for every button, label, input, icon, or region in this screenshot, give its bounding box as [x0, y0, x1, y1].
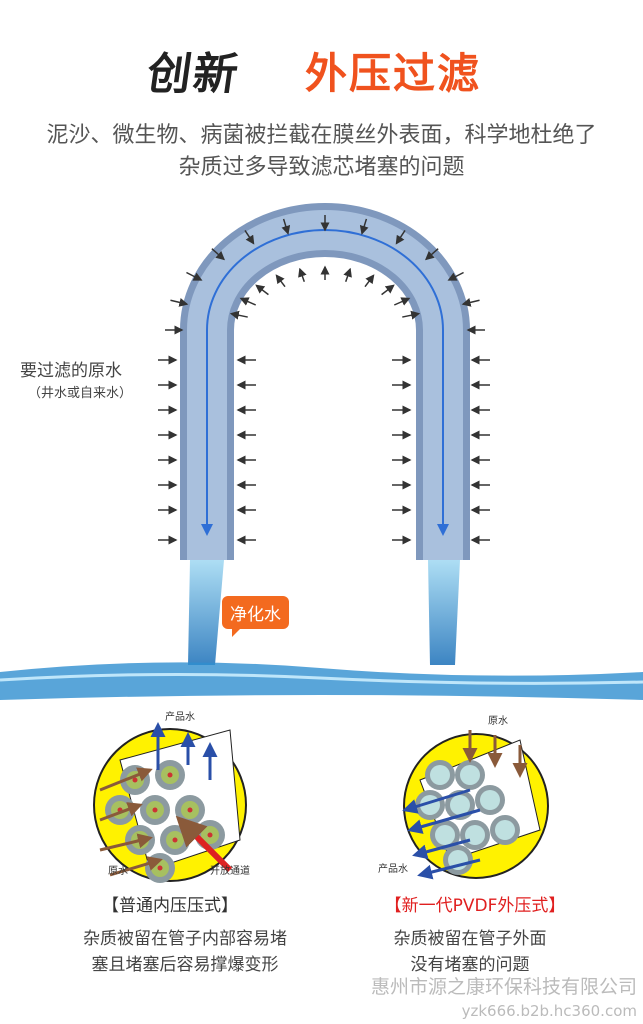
right-raw-water-label: 原水: [488, 716, 508, 727]
left-description: 杂质被留在管子内部容易堵 塞且堵塞后容易撑爆变形: [40, 926, 330, 978]
fiber: [460, 765, 480, 785]
arrow: [447, 271, 464, 281]
arrow: [359, 218, 369, 235]
arrow: [281, 218, 291, 235]
fiber: [187, 807, 193, 813]
raw-water-label: 要过滤的原水: [20, 361, 122, 381]
purified-water-bubble: 净化水: [222, 596, 289, 637]
arrow: [109, 856, 163, 877]
company-url: yzk666.b2b.hc360.com: [461, 1002, 637, 1020]
subtitle: 泥沙、微生物、病菌被拦截在膜丝外表面，科学地杜绝了杂质过多导致滤芯堵塞的问题: [46, 123, 597, 180]
fiber: [450, 795, 470, 815]
left-product-water-label: 产品水: [165, 712, 195, 723]
arrow: [424, 248, 439, 261]
arrow: [364, 274, 375, 288]
water-surface: [0, 662, 643, 700]
arrow: [211, 248, 226, 261]
fiber: [480, 790, 500, 810]
arrow: [244, 229, 255, 245]
left-raw-water-label: 原水: [108, 866, 128, 877]
company-name: 惠州市源之康环保科技有限公司: [370, 976, 637, 998]
left-caption: 【普通内压压式】: [102, 896, 238, 916]
water-stream-right: [428, 560, 460, 665]
arrow: [461, 298, 480, 307]
arrow: [412, 838, 471, 860]
arrow: [229, 310, 248, 320]
arrow: [417, 858, 481, 880]
fiber: [172, 837, 178, 843]
left-desc-line1: 杂质被留在管子内部容易堵: [83, 929, 287, 949]
inner-pressure-illustration: [93, 722, 247, 883]
arrow: [99, 833, 153, 852]
arrow: [99, 767, 153, 792]
open-channel-label: 开放通道: [210, 866, 250, 877]
arrow: [275, 274, 286, 288]
arrow: [395, 229, 406, 245]
fiber: [430, 765, 450, 785]
right-desc-line1: 杂质被留在管子外面: [393, 929, 547, 949]
right-description: 杂质被留在管子外面 没有堵塞的问题: [350, 926, 590, 978]
fiber: [167, 772, 173, 778]
arrow: [407, 808, 481, 834]
right-product-water-label: 产品水: [378, 864, 408, 875]
watermark: 惠州市源之康环保科技有限公司 yzk666.b2b.hc360.com: [371, 975, 637, 1023]
arrow: [186, 271, 203, 281]
arrow: [381, 284, 395, 296]
arrow: [255, 284, 269, 296]
fiber: [495, 820, 515, 840]
raw-water-sub-label: （井水或自来水）: [28, 386, 133, 401]
arrow: [99, 802, 143, 822]
arrow: [170, 298, 189, 307]
pressure-arrows: [158, 215, 490, 545]
fiber: [435, 825, 455, 845]
arrow: [343, 267, 352, 282]
outer-pressure-illustration: [402, 730, 549, 880]
water-stream-left: [188, 560, 224, 665]
arrow: [239, 297, 257, 306]
right-desc-line2: 没有堵塞的问题: [410, 955, 530, 975]
arrow: [393, 297, 411, 306]
right-caption: 【新一代PVDF外压式】: [384, 896, 566, 916]
left-desc-line2: 塞且堵塞后容易撑爆变形: [91, 955, 279, 975]
arrow: [402, 788, 471, 814]
fiber: [152, 807, 158, 813]
fiber: [157, 865, 163, 871]
arrow: [402, 310, 421, 320]
fiber: [207, 832, 213, 838]
page-title: 外压过滤: [305, 49, 482, 98]
arrow: [298, 267, 307, 282]
